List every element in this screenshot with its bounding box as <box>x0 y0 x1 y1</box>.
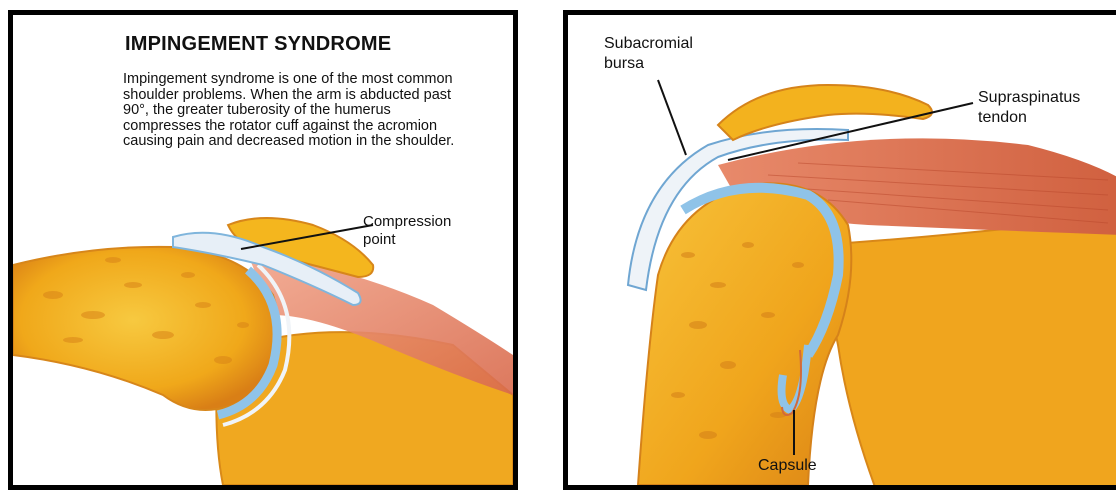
compression-label-line2: point <box>363 231 396 249</box>
capsule-label: Capsule <box>758 457 817 475</box>
description-text: Impingement syndrome is one of the most … <box>123 72 468 150</box>
supraspinatus-label-line2: tendon <box>978 109 1027 127</box>
subacromial-label-line2: bursa <box>604 55 644 73</box>
shoulder-anatomy-panel: Subacromial bursa Supraspinatus tendon C… <box>563 10 1116 490</box>
humerus-bone <box>13 247 280 410</box>
page-title: IMPINGEMENT SYNDROME <box>125 33 391 56</box>
scapula-shape <box>818 215 1116 490</box>
compression-label-line1: Compression <box>363 213 451 231</box>
bursa-pointer <box>658 80 686 155</box>
shoulder-anatomy-illustration <box>568 15 1116 490</box>
subacromial-label-line1: Subacromial <box>604 35 693 53</box>
supraspinatus-label-line1: Supraspinatus <box>978 89 1080 107</box>
impingement-panel: IMPINGEMENT SYNDROME Impingement syndrom… <box>8 10 518 490</box>
